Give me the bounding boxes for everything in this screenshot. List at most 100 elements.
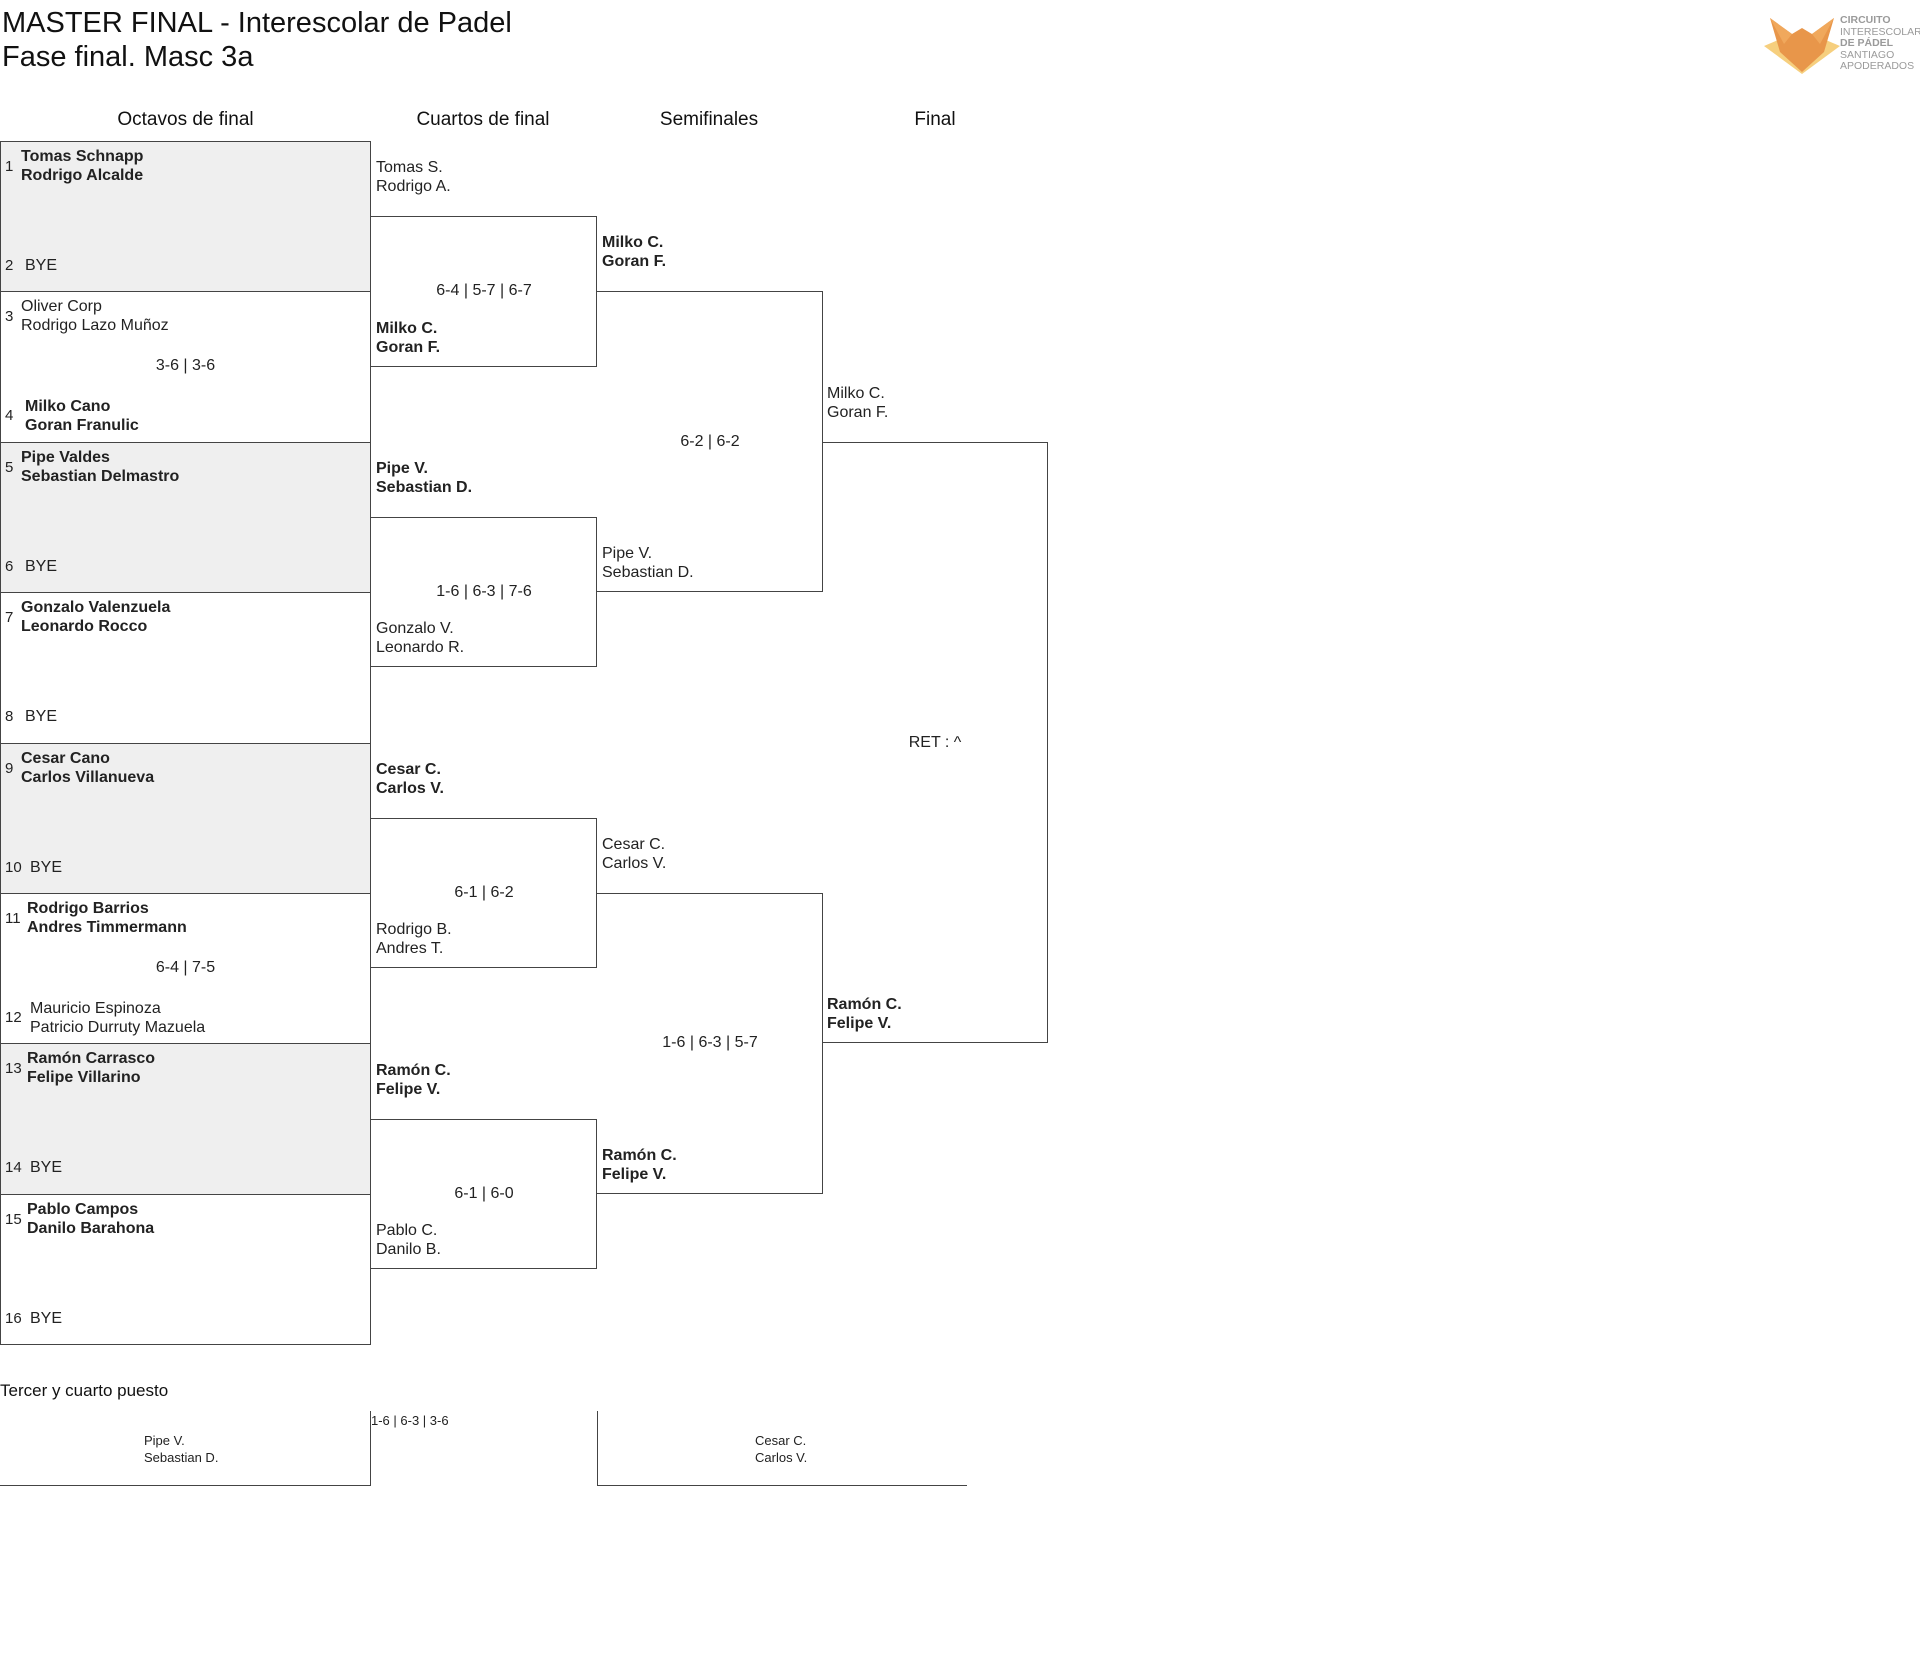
- third-place-right-box: [597, 1411, 967, 1486]
- qf-team-b: Pablo C.Danilo B.: [376, 1221, 441, 1259]
- qf-team-b-player-1: Rodrigo B.: [376, 921, 452, 938]
- qf-team-b-player-1: Milko C.: [376, 320, 438, 337]
- column-header-qf: Cuartos de final: [416, 109, 550, 130]
- r16-team-b-player-2: Goran Franulic: [25, 417, 139, 434]
- third-place-title: Tercer y cuarto puesto: [0, 1381, 169, 1400]
- logo-line-3: DE PÁDEL: [1840, 37, 1894, 49]
- match-score: 6-4 | 5-7 | 6-7: [436, 282, 532, 299]
- seed-number: 4: [5, 407, 14, 424]
- r16-match-box: [0, 1043, 371, 1195]
- third-place-score: 1-6 | 6-3 | 3-6: [371, 1413, 449, 1428]
- qf-team-a: Pipe V.Sebastian D.: [376, 459, 472, 497]
- qf-team-a-player-2: Rodrigo A.: [376, 178, 451, 195]
- qf-team-b-player-2: Goran F.: [376, 339, 441, 356]
- sf-team-a: Cesar C.Carlos V.: [602, 835, 666, 873]
- third-place-team-a-player-1: Pipe V.: [144, 1433, 185, 1448]
- match-score: 3-6 | 3-6: [155, 357, 216, 374]
- seed-number: 9: [5, 760, 14, 777]
- seed-number: 1: [5, 158, 14, 175]
- sf-team-b: Ramón C.Felipe V.: [602, 1146, 677, 1184]
- third-place-team-a: Pipe V. Sebastian D.: [144, 1432, 218, 1466]
- seed-number: 16: [5, 1310, 22, 1327]
- qf-team-a-player-2: Carlos V.: [376, 780, 444, 797]
- match-score: 6-1 | 6-0: [454, 1185, 514, 1202]
- seed-number: 11: [5, 910, 21, 927]
- match-score: 6-2 | 6-2: [680, 433, 740, 450]
- match-score: 6-1 | 6-2: [454, 884, 514, 901]
- page-subtitle: Fase final. Masc 3a: [2, 41, 254, 73]
- r16-team-a-player-1: Gonzalo Valenzuela: [21, 599, 171, 616]
- logo-text: CIRCUITO INTERESCOLAR DE PÁDEL SANTIAGO …: [1840, 14, 1920, 73]
- circuit-logo: [1762, 14, 1920, 76]
- r16-team-a-player-1: Rodrigo Barrios: [27, 900, 149, 917]
- qf-team-a: Tomas S. Rodrigo A.: [376, 158, 451, 196]
- qf-team-a: Cesar C.Carlos V.: [376, 760, 444, 798]
- r16-team-b-player-1: Mauricio Espinoza: [30, 1000, 161, 1017]
- r16-team-a-player-2: Carlos Villanueva: [21, 769, 155, 786]
- seed-number: 10: [5, 859, 22, 876]
- column-header-final: Final: [914, 109, 956, 130]
- sf-team-a-player-1: Milko C.: [602, 234, 664, 251]
- seed-number: 15: [5, 1211, 22, 1228]
- qf-team-b: Gonzalo V. Leonardo R.: [376, 619, 464, 657]
- qf-team-b: Rodrigo B.Andres T.: [376, 920, 452, 958]
- r16-team-a-player-2: Felipe Villarino: [27, 1069, 141, 1086]
- third-place-left-box: [0, 1411, 371, 1486]
- sf-team-b-player-1: Pipe V.: [602, 545, 653, 562]
- final-team-b-player-2: Felipe V.: [827, 1015, 892, 1032]
- r16-team-a-player-1: Oliver Corp: [21, 298, 102, 315]
- match-score: 1-6 | 6-3 | 5-7: [662, 1034, 758, 1051]
- qf-team-a: Ramón C.Felipe V.: [376, 1061, 451, 1099]
- final-team-b: Ramón C.Felipe V.: [827, 995, 902, 1033]
- match-score: 6-4 | 7-5: [155, 959, 216, 976]
- logo-line-1: CIRCUITO: [1840, 14, 1891, 26]
- r16-team-a-player-2: Rodrigo Alcalde: [21, 167, 144, 184]
- page-title: MASTER FINAL - Interescolar de Padel: [2, 7, 512, 39]
- fox-logo-icon: [1764, 18, 1840, 74]
- r16-team-a-player-1: Tomas Schnapp: [21, 148, 144, 165]
- final-bracket-box: [822, 442, 1048, 1043]
- sf-team-b: Pipe V. Sebastian D.: [602, 544, 694, 582]
- r16-bye: BYE: [25, 257, 58, 274]
- sf-team-a: Milko C.Goran F.: [602, 233, 666, 271]
- seed-number: 2: [5, 257, 14, 274]
- qf-team-a-player-2: Felipe V.: [376, 1081, 441, 1098]
- seed-number: 13: [5, 1060, 22, 1077]
- r16-bye: BYE: [30, 1159, 63, 1176]
- qf-bracket-box: [371, 216, 597, 367]
- sf-bracket-box: [597, 893, 823, 1194]
- qf-team-b-player-2: Danilo B.: [376, 1241, 441, 1258]
- qf-team-b-player-1: Gonzalo V.: [376, 620, 454, 637]
- qf-bracket-box: [371, 818, 597, 968]
- r16-team-a-player-2: Rodrigo Lazo Muñoz: [21, 317, 169, 334]
- third-place-team-b-player-1: Cesar C.: [755, 1433, 807, 1448]
- match-score: 1-6 | 6-3 | 7-6: [436, 583, 532, 600]
- qf-team-b-player-2: Leonardo R.: [376, 639, 465, 656]
- sf-bracket-box: [597, 291, 823, 592]
- r16-team-a-player-1: Cesar Cano: [21, 750, 110, 767]
- r16-team-a-player-1: Ramón Carrasco: [27, 1050, 156, 1067]
- r16-team-a-player-2: Leonardo Rocco: [21, 618, 148, 635]
- third-place-team-b-player-2: Carlos V.: [755, 1450, 808, 1465]
- r16-team-a-player-1: Pablo Campos: [27, 1201, 139, 1218]
- final-team-a-player-2: Goran F.: [827, 404, 889, 421]
- final-team-a-player-1: Milko C.: [827, 385, 885, 402]
- sf-team-a-player-2: Carlos V.: [602, 855, 667, 872]
- r16-match-box: [0, 1194, 371, 1345]
- logo-line-4: SANTIAGO: [1840, 48, 1895, 61]
- sf-team-b-player-2: Sebastian D.: [602, 564, 694, 581]
- seed-number: 6: [5, 558, 14, 575]
- qf-team-a-player-2: Sebastian D.: [376, 479, 473, 496]
- seed-number: 14: [5, 1159, 22, 1176]
- seed-number: 12: [5, 1009, 22, 1026]
- qf-team-a-player-1: Tomas S.: [376, 159, 443, 176]
- r16-match-box: [0, 442, 371, 593]
